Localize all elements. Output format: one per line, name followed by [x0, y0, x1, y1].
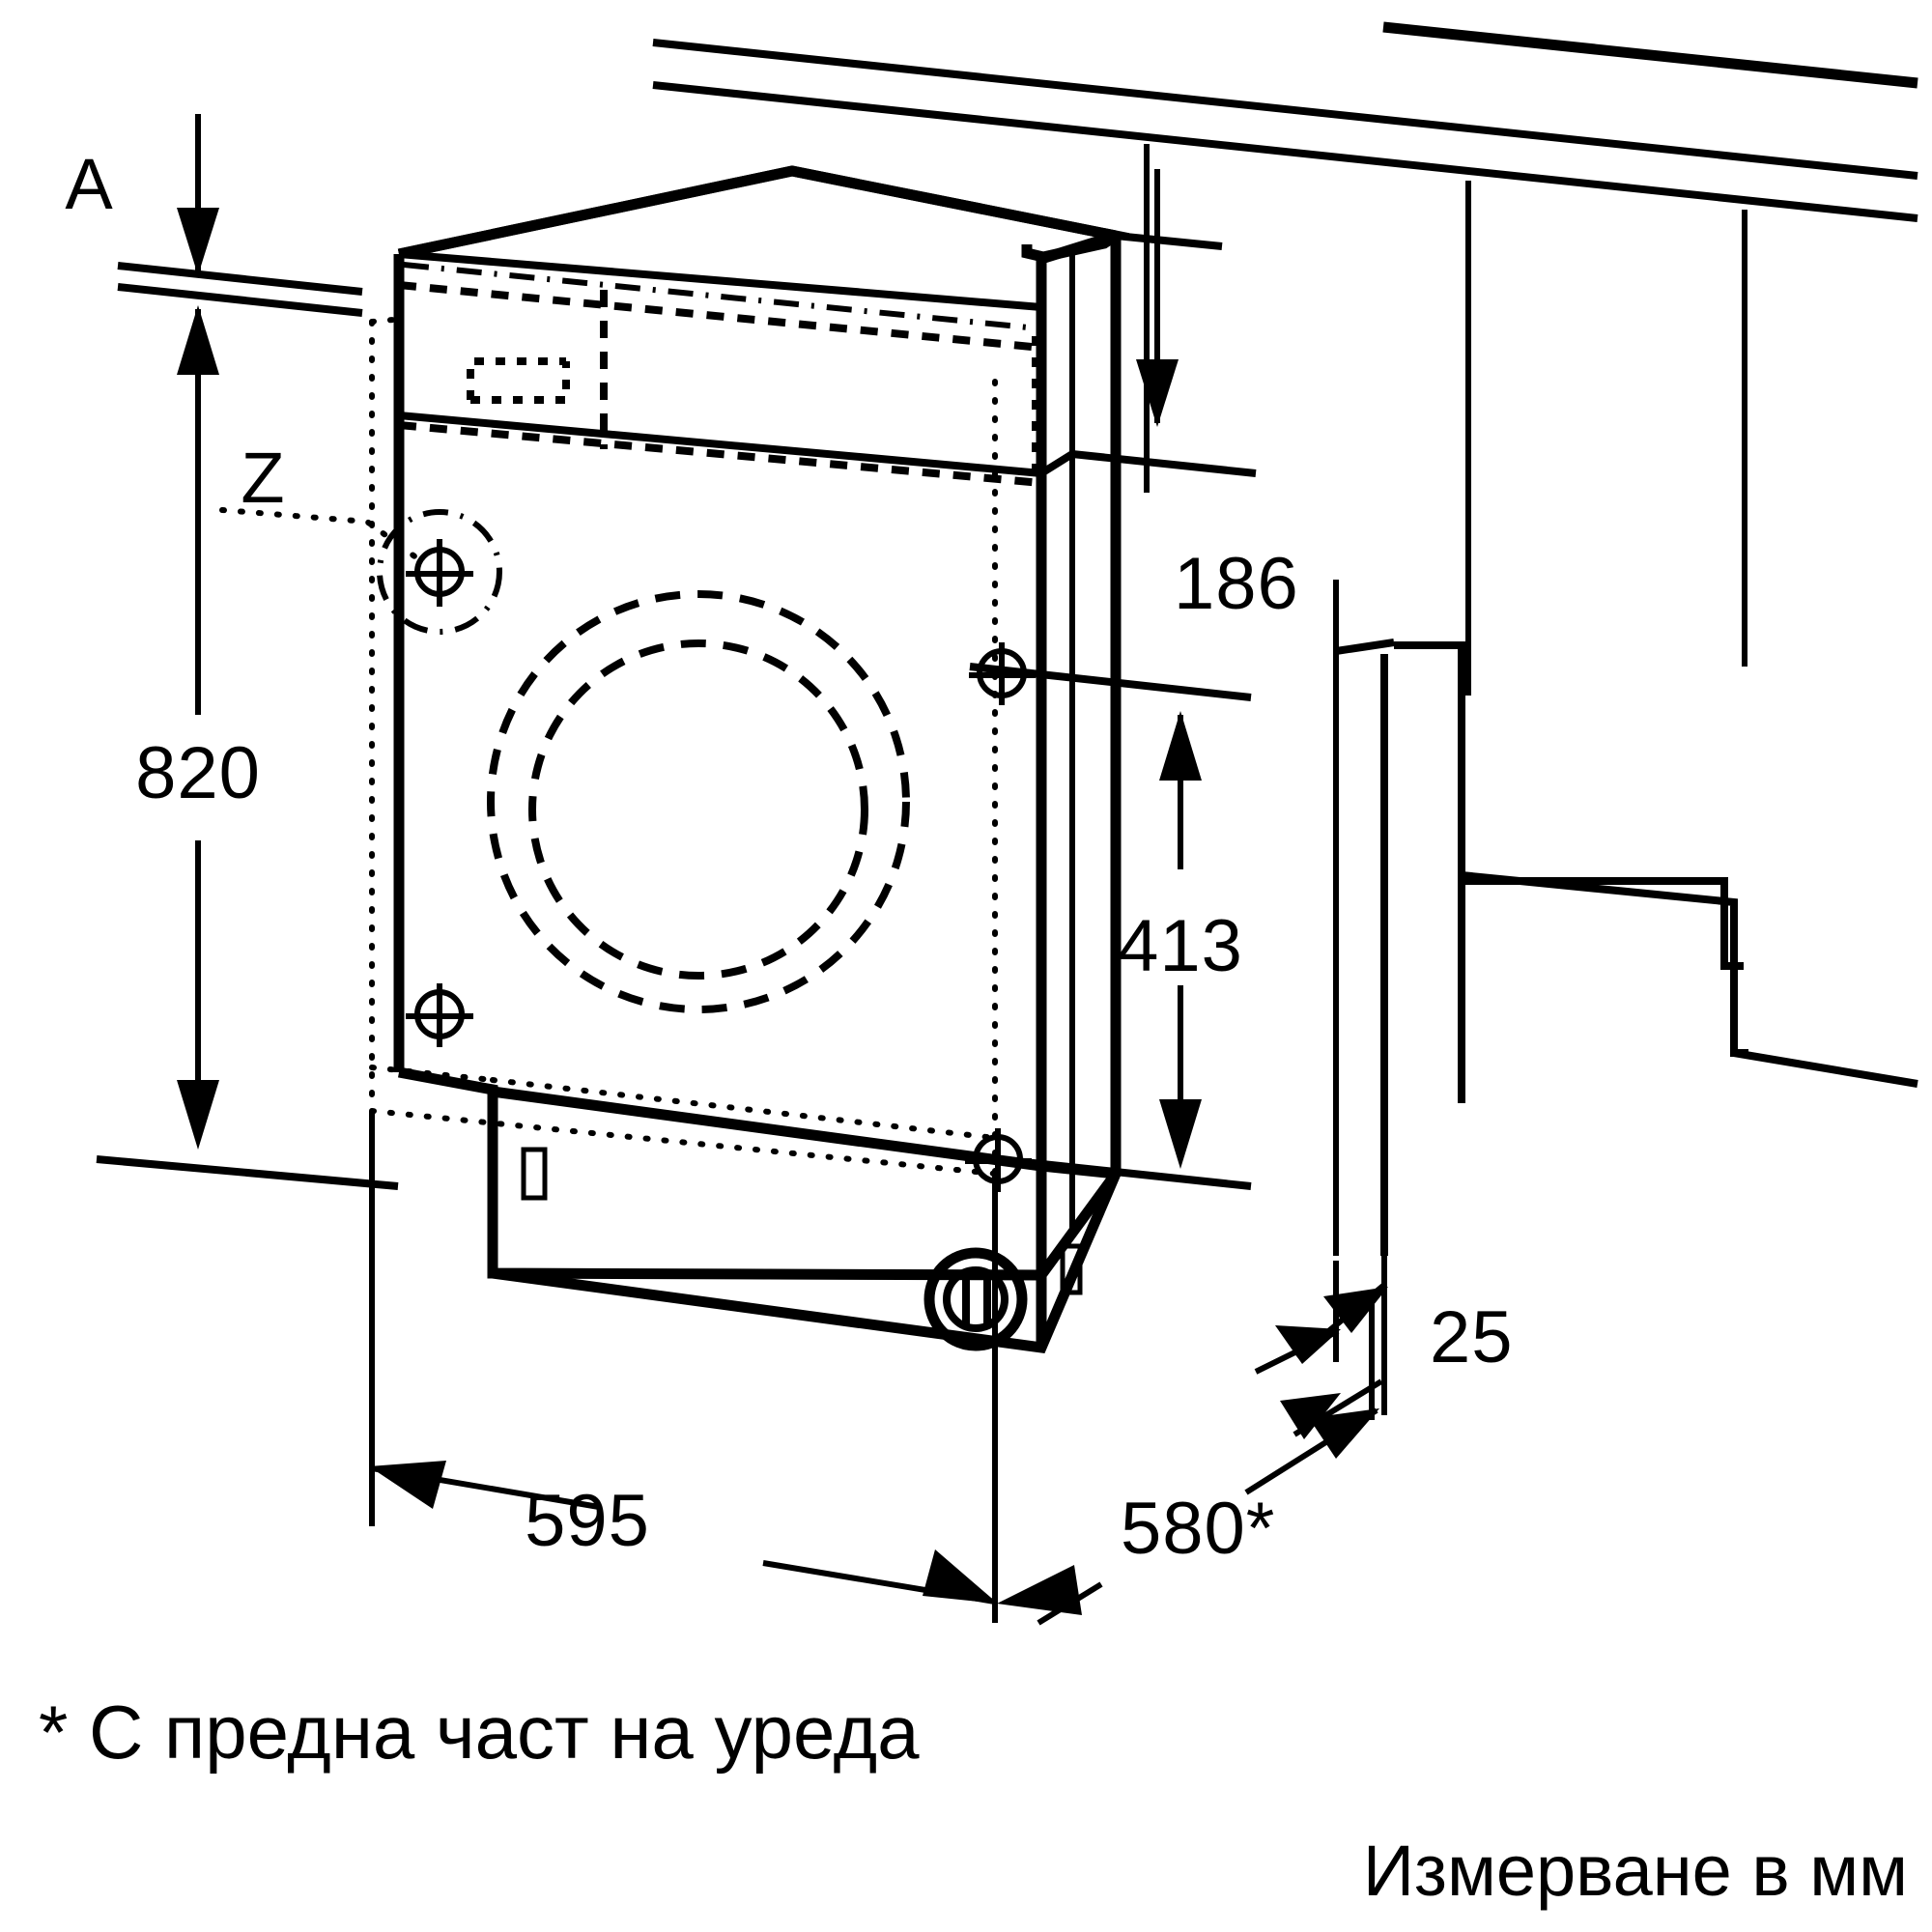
dim-595-arrowhead-right — [923, 1549, 998, 1604]
plinth-slot — [521, 1147, 548, 1201]
front-panel-hidden-bottom — [369, 1108, 998, 1177]
dim-595-arrowhead-left — [369, 1461, 446, 1509]
dimension-595-group: 595 — [369, 1111, 998, 1623]
hidden-edge-panel-bottom — [398, 421, 1042, 487]
dim-186-label: 186 — [1174, 543, 1299, 625]
dim-186-arrowhead — [1136, 359, 1179, 427]
detail-z-group: Z — [219, 438, 420, 561]
dimension-25-group: 25 — [1254, 1256, 1514, 1439]
dim-820-arrowhead-down — [177, 1080, 219, 1150]
dim-580-label: 580* — [1121, 1488, 1275, 1570]
front-panel-hidden-mid-right — [490, 1077, 998, 1141]
control-panel-right-chamfer — [1038, 450, 1075, 477]
dimension-186-group: 186 — [1071, 169, 1299, 625]
drum-outer-circle — [487, 590, 910, 1013]
footnote-text: * С предна част на уреда — [39, 1690, 920, 1775]
detail-z-label: Z — [241, 438, 284, 518]
ceiling-line-upper — [652, 39, 1918, 180]
appliance-plinth-left — [487, 1090, 1042, 1281]
hidden-front-panel-group — [369, 316, 998, 1177]
drum-opening-group — [487, 590, 910, 1013]
cabinet-step-upper — [1394, 641, 1465, 1103]
appliance-body-group — [393, 165, 1130, 1354]
dimension-413-group: 413 — [969, 663, 1252, 1190]
dim-413-ref-top — [969, 663, 1252, 701]
dimension-580-group: 580* — [997, 1304, 1379, 1626]
drum-inner-circle — [528, 639, 868, 980]
dim-413-arrowhead-up — [1159, 711, 1202, 781]
dim-413-label: 413 — [1118, 905, 1243, 987]
front-panel-hidden-mid — [369, 1065, 496, 1083]
dim-413-ref-bottom — [969, 1152, 1252, 1190]
hidden-edge-panel-top — [398, 281, 1042, 352]
gap-a-arrowhead-down — [177, 208, 219, 275]
gap-a-line-upper — [117, 262, 363, 296]
control-panel-lower-edge — [398, 412, 1042, 477]
cabinet-step-mid — [1462, 877, 1744, 970]
cabinet-step-profile — [1461, 871, 1748, 1057]
drain-pump-cap-inner — [943, 1266, 1009, 1332]
dim-820-ref-line-bottom — [96, 1155, 399, 1190]
dim-820-label: 820 — [135, 732, 261, 814]
dimension-820-group: 820 — [96, 311, 399, 1190]
gap-a-line-lower — [117, 283, 363, 317]
display-outline-lower — [470, 361, 570, 404]
dimension-gap-a: A — [65, 114, 363, 502]
dim-25-label: 25 — [1430, 1296, 1514, 1378]
dim-413-arrowhead-down — [1159, 1099, 1202, 1169]
mounting-point-lower-left — [406, 983, 473, 1047]
dim-580-arrowhead-right — [1309, 1408, 1379, 1459]
appliance-right-side-face — [1036, 236, 1122, 1292]
ceiling-lines-group — [652, 21, 1918, 222]
dim-25-arrowhead-lower — [1280, 1393, 1341, 1439]
cabinet-step-lower — [1733, 1049, 1918, 1088]
dim-25-arrowhead-right — [1323, 1287, 1388, 1333]
ceiling-line-lower — [652, 81, 1918, 222]
dim-186-ref-bottom — [1071, 450, 1257, 477]
appliance-top-front-edge — [398, 250, 1042, 311]
mounting-point-upper-left — [377, 509, 502, 635]
dim-25-arrowhead-left — [1275, 1325, 1341, 1364]
front-panel-hidden-top — [369, 316, 407, 325]
ceiling-line-top — [1382, 21, 1918, 89]
side-slot — [1060, 1243, 1083, 1295]
unit-note-text: Измерване в мм — [1363, 1831, 1908, 1911]
appliance-plinth-top-edge — [492, 1086, 1042, 1172]
dim-186-ref-top — [1115, 232, 1223, 250]
dim-595-label: 595 — [525, 1480, 650, 1562]
mounting-ring-upper-left — [377, 509, 502, 635]
gap-a-label: A — [65, 144, 113, 224]
drain-pump-cap-outer — [923, 1247, 1028, 1351]
cabinet-profile-group — [1144, 144, 1918, 1256]
cabinet-top-edge-notch — [1335, 639, 1395, 655]
display-outline-upper — [467, 357, 566, 400]
dim-580-arrowhead-left — [997, 1565, 1082, 1615]
detail-z-leader — [219, 507, 420, 561]
